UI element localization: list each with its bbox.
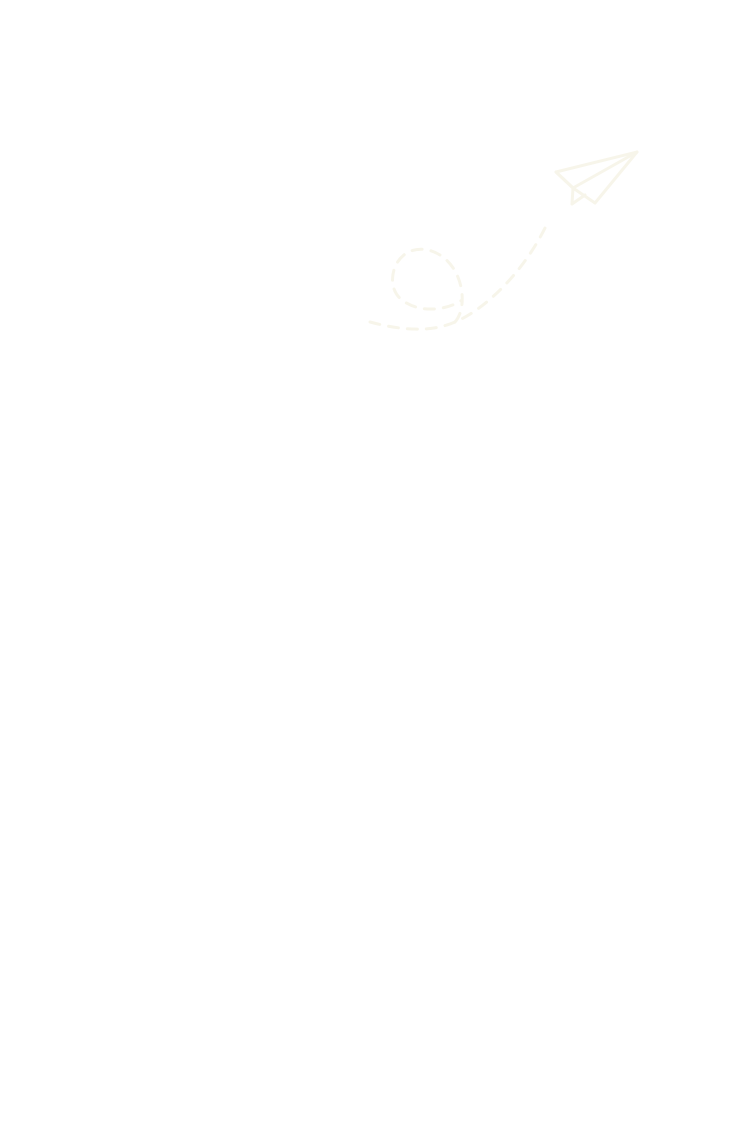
flight-loop-path — [391, 247, 464, 324]
paper-plane-icon — [554, 150, 639, 206]
